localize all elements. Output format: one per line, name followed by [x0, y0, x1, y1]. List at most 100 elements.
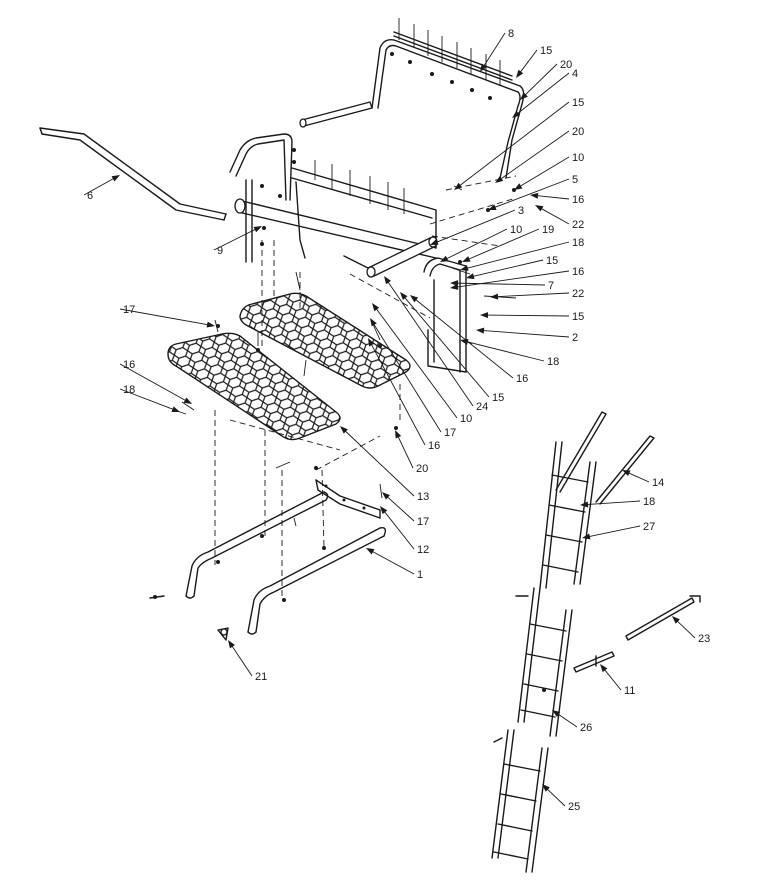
- callout-label: 17: [123, 304, 135, 316]
- callout-label: 10: [460, 413, 472, 425]
- callout-c20c: 20: [395, 430, 428, 475]
- callout-leader: [465, 241, 570, 269]
- callout-leader: [213, 228, 257, 251]
- callout-leader: [435, 209, 516, 244]
- stabilizer-bar: [625, 595, 701, 641]
- callout-leader: [372, 322, 442, 433]
- callout-leader: [344, 429, 415, 497]
- callout-c4: 4: [512, 68, 578, 118]
- callout-c26: 26: [552, 710, 592, 734]
- callout-leader: [546, 787, 566, 807]
- callout-label: 18: [547, 356, 559, 368]
- callout-c10c: 10: [372, 303, 472, 425]
- callout-arrowhead: [600, 664, 608, 673]
- callout-arrowhead: [450, 280, 459, 287]
- callout-leader: [403, 296, 490, 398]
- callout-c16d: 16: [368, 338, 440, 452]
- callout-leader: [119, 363, 187, 402]
- callout-label: 4: [572, 68, 578, 80]
- callout-arrowhead: [535, 205, 544, 212]
- callout-arrowhead: [111, 175, 120, 182]
- callout-label: 11: [624, 685, 635, 697]
- callout-c11: 11: [600, 664, 635, 697]
- callout-leader: [467, 228, 540, 261]
- callout-c12: 12: [380, 506, 429, 556]
- callout-label: 15: [572, 311, 584, 323]
- callout-label: 19: [542, 224, 554, 236]
- callout-label: 6: [87, 190, 93, 202]
- callout-c7: 7: [450, 280, 554, 292]
- callout-arrowhead: [340, 426, 348, 434]
- callout-arrowhead: [430, 239, 439, 245]
- callout-label: 22: [572, 219, 584, 231]
- callout-c13: 13: [340, 426, 429, 503]
- callout-label: 1: [417, 569, 423, 581]
- ladder-section-middle: [515, 587, 573, 737]
- callout-label: 20: [572, 126, 584, 138]
- callout-c18c: 18: [119, 384, 180, 412]
- callout-arrowhead: [253, 226, 262, 233]
- callout-arrowhead: [582, 533, 591, 540]
- callout-label: 20: [416, 463, 428, 475]
- callout-arrowhead: [542, 784, 550, 792]
- callout-c10a: 10: [514, 152, 584, 190]
- callout-arrowhead: [580, 501, 589, 508]
- callout-label: 18: [572, 237, 584, 249]
- callout-arrowhead: [171, 406, 180, 412]
- callout-arrowhead: [380, 506, 388, 515]
- callout-arrowhead: [228, 640, 235, 649]
- callout-label: 26: [580, 722, 592, 734]
- callout-label: 14: [652, 477, 664, 489]
- callout-leader: [455, 282, 546, 286]
- callout-label: 9: [217, 245, 223, 257]
- callout-leader: [414, 298, 514, 379]
- side-frame: [423, 257, 467, 373]
- callout-arrowhead: [622, 470, 631, 476]
- callout-arrowhead: [488, 204, 497, 210]
- callout-arrowhead: [183, 397, 192, 404]
- callout-c1: 1: [366, 548, 423, 581]
- callout-arrowhead: [552, 710, 561, 717]
- short-brace: [573, 651, 615, 673]
- callout-c17c: 17: [119, 304, 215, 328]
- callout-c3: 3: [430, 205, 524, 245]
- callout-leader: [397, 435, 414, 469]
- callout-c2: 2: [476, 327, 578, 344]
- callout-arrowhead: [372, 303, 380, 312]
- callout-leader: [493, 178, 570, 209]
- callout-leader: [585, 500, 641, 506]
- callout-leader: [535, 195, 570, 200]
- callout-leader: [387, 280, 474, 407]
- callout-arrowhead: [495, 175, 504, 183]
- callout-arrowhead: [370, 318, 377, 327]
- callout-c9: 9: [213, 226, 262, 257]
- callout-label: 15: [492, 392, 504, 404]
- callout-leader: [495, 292, 570, 298]
- callout-c15e: 15: [400, 292, 504, 404]
- callout-c19: 19: [462, 224, 554, 262]
- base-frame: [185, 491, 387, 635]
- callout-arrowhead: [480, 63, 487, 72]
- ladder-section-bottom: [491, 729, 549, 873]
- seat-frame: [229, 133, 437, 263]
- callout-label: 5: [572, 174, 578, 186]
- callout-label: 16: [516, 373, 528, 385]
- callout-label: 24: [476, 401, 488, 413]
- callout-leader: [371, 550, 415, 575]
- callout-arrowhead: [440, 255, 449, 262]
- callout-c14: 14: [622, 470, 664, 489]
- callout-leader: [499, 130, 570, 180]
- callout-c15a: 15: [516, 45, 552, 78]
- assembly-lines: [214, 175, 517, 600]
- callout-label: 16: [572, 194, 584, 206]
- callout-c22b: 22: [490, 288, 584, 300]
- callout-c18a: 18: [460, 237, 584, 271]
- callout-leader: [83, 177, 115, 196]
- callout-leader: [375, 307, 458, 419]
- callout-leader: [587, 525, 641, 538]
- callout-arrowhead: [454, 182, 463, 190]
- callout-arrowhead: [206, 321, 215, 328]
- callout-arrowhead: [476, 327, 485, 334]
- loose-nuts: [216, 188, 516, 602]
